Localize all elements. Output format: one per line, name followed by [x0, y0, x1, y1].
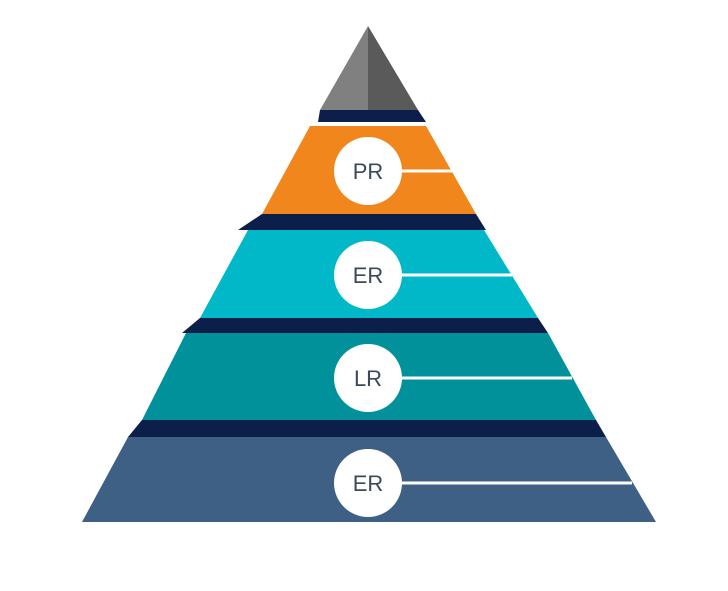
divider-tier2-tier3	[182, 318, 548, 333]
tier-1: PR	[262, 126, 476, 214]
tier-2: ER	[200, 230, 538, 318]
tier-3-label: LR	[354, 366, 382, 391]
tier-3: LR	[142, 333, 596, 420]
tier-2-badge	[334, 241, 402, 309]
pyramid-apex	[320, 26, 418, 110]
divider-tier1-tier2	[238, 214, 486, 230]
tier-1-badge	[334, 137, 402, 205]
divider-tier3-tier4	[128, 420, 606, 437]
apex-left-face	[320, 26, 368, 110]
apex-right-face	[368, 26, 418, 110]
tier-4-label: ER	[353, 471, 384, 496]
tier-2-label: ER	[353, 263, 384, 288]
tier-4: ER	[82, 437, 656, 522]
tier-1-label: PR	[353, 159, 384, 184]
tier-4-badge	[334, 449, 402, 517]
tier-3-badge	[334, 344, 402, 412]
divider-apex-tier1	[318, 110, 426, 122]
tier-dividers	[128, 110, 606, 437]
